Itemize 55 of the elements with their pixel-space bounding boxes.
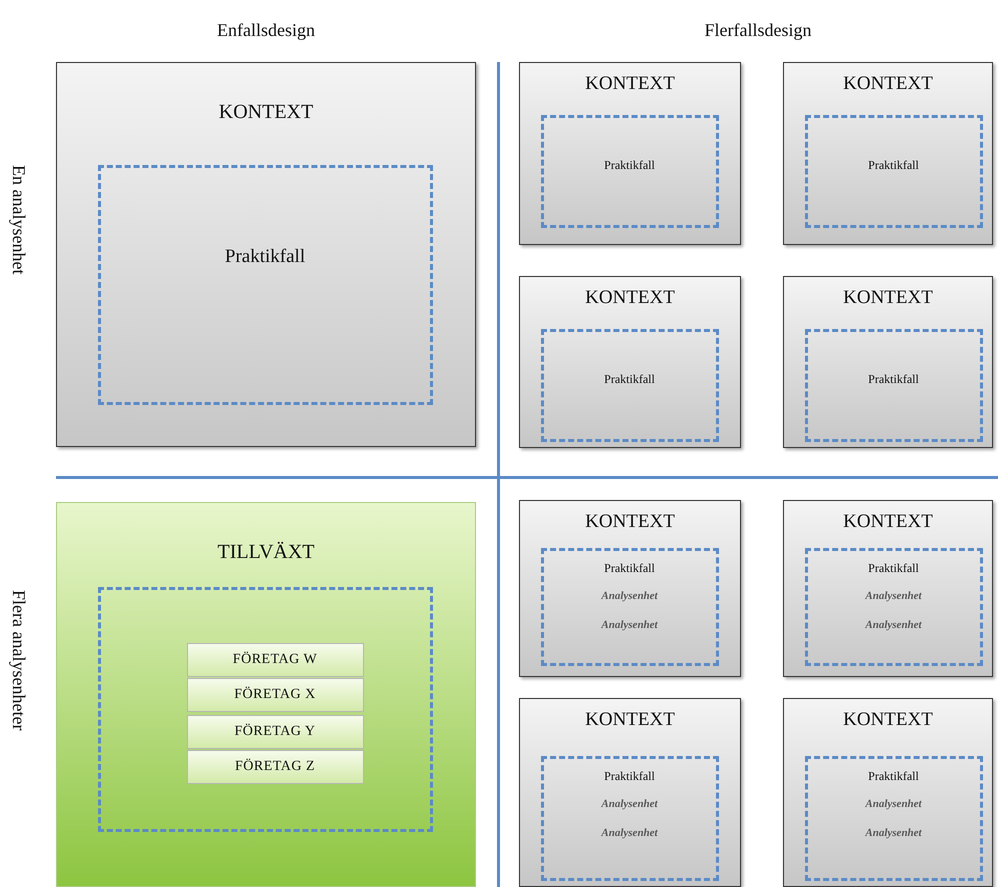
case-frame (804, 548, 982, 666)
context-heading: KONTEXT (585, 709, 675, 731)
context-heading: KONTEXT (218, 101, 314, 124)
unit-label: Analysenhet (601, 590, 658, 602)
context-heading: TILLVÄXT (217, 541, 315, 564)
company-box: FÖRETAG W (186, 642, 364, 676)
context-panel (56, 62, 476, 447)
case-frame (540, 114, 718, 228)
case-label: Praktikfall (604, 158, 655, 172)
case-label: Praktikfall (604, 372, 655, 386)
context-panel (519, 62, 741, 245)
unit-label: Analysenhet (601, 798, 658, 810)
company-box: FÖRETAG Y (186, 714, 364, 748)
row-heading: En analysenhet (8, 165, 29, 274)
case-frame (804, 114, 982, 228)
company-box: FÖRETAG Z (186, 750, 364, 784)
unit-label: Analysenhet (865, 618, 922, 630)
case-label: Praktikfall (868, 768, 919, 784)
case-label: Praktikfall (868, 372, 919, 386)
context-panel (519, 276, 741, 448)
unit-label: Analysenhet (601, 826, 658, 838)
unit-label: Analysenhet (865, 826, 922, 838)
row-heading: Flera analysenheter (8, 590, 29, 730)
column-heading: Enfallsdesign (217, 20, 315, 41)
case-frame (540, 756, 718, 880)
case-label: Praktikfall (604, 560, 655, 576)
context-heading: KONTEXT (843, 287, 933, 309)
case-frame (804, 328, 982, 442)
context-heading: KONTEXT (585, 511, 675, 533)
context-panel (783, 698, 993, 887)
unit-label: Analysenhet (865, 590, 922, 602)
context-heading: KONTEXT (585, 287, 675, 309)
case-frame (804, 756, 982, 880)
company-box: FÖRETAG X (186, 678, 364, 712)
context-panel (519, 698, 741, 887)
context-panel (519, 500, 741, 677)
case-label: Praktikfall (868, 560, 919, 576)
context-panel (56, 502, 476, 887)
case-label: Praktikfall (604, 768, 655, 784)
case-frame (98, 586, 432, 832)
context-panel (783, 276, 993, 448)
context-heading: KONTEXT (843, 511, 933, 533)
context-panel (783, 500, 993, 677)
context-heading: KONTEXT (843, 709, 933, 731)
case-label: Praktikfall (868, 158, 919, 172)
unit-label: Analysenhet (865, 798, 922, 810)
case-frame (540, 548, 718, 666)
case-frame (540, 328, 718, 442)
unit-label: Analysenhet (601, 618, 658, 630)
context-heading: KONTEXT (585, 73, 675, 95)
column-heading: Flerfallsdesign (704, 20, 812, 41)
context-panel (783, 62, 993, 245)
case-frame (98, 164, 432, 404)
case-label: Praktikfall (224, 246, 306, 268)
context-heading: KONTEXT (843, 73, 933, 95)
